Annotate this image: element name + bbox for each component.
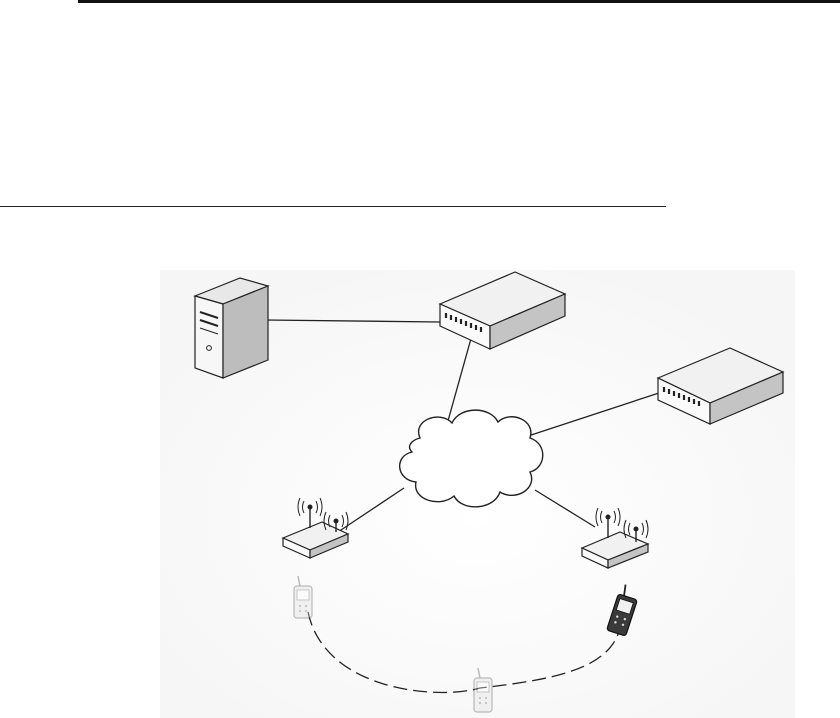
top-rule: [78, 0, 840, 3]
cloud-icon: [400, 410, 543, 507]
section-rule: [0, 206, 666, 207]
roaming-network-diagram: [150, 260, 800, 718]
server-icon: [195, 278, 268, 378]
